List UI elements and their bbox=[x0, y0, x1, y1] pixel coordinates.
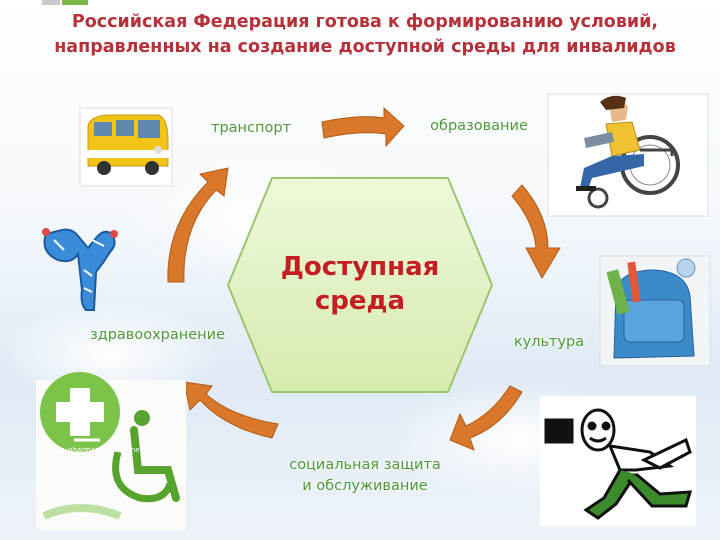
arrow-social-health bbox=[183, 381, 279, 439]
wheelchair-reader-icon bbox=[547, 93, 709, 217]
arrow-health-transport bbox=[167, 167, 229, 283]
label-social-line2: и обслуживание bbox=[302, 478, 428, 494]
backpack-icon bbox=[599, 255, 711, 367]
label-culture: культура bbox=[513, 334, 585, 350]
page-title: Российская Федерация готова к формирован… bbox=[54, 12, 676, 57]
bus-icon bbox=[79, 107, 173, 187]
running-person-icon bbox=[540, 396, 696, 526]
arrow-education-culture bbox=[511, 184, 561, 280]
center-title-line2: среда bbox=[314, 286, 406, 316]
label-transport: транспорт bbox=[211, 120, 291, 136]
corner-decoration-green bbox=[62, 0, 88, 5]
arrow-transport-education bbox=[321, 106, 405, 148]
arrow-culture-social bbox=[449, 385, 523, 451]
olympic-mascot-icon bbox=[42, 228, 118, 311]
image-caption: pharmacy, medicine bbox=[68, 446, 140, 454]
label-education: образование bbox=[430, 118, 528, 134]
center-title: Доступная среда bbox=[250, 250, 470, 318]
medical-cross-wheelchair-icon bbox=[36, 372, 186, 530]
label-health: здравоохранение bbox=[89, 327, 225, 343]
label-social-line1: социальная защита bbox=[289, 457, 441, 473]
corner-decoration bbox=[42, 0, 60, 5]
center-hexagon bbox=[226, 177, 494, 393]
label-social: социальная защита и обслуживание bbox=[270, 455, 460, 497]
center-title-line1: Доступная bbox=[280, 252, 440, 282]
